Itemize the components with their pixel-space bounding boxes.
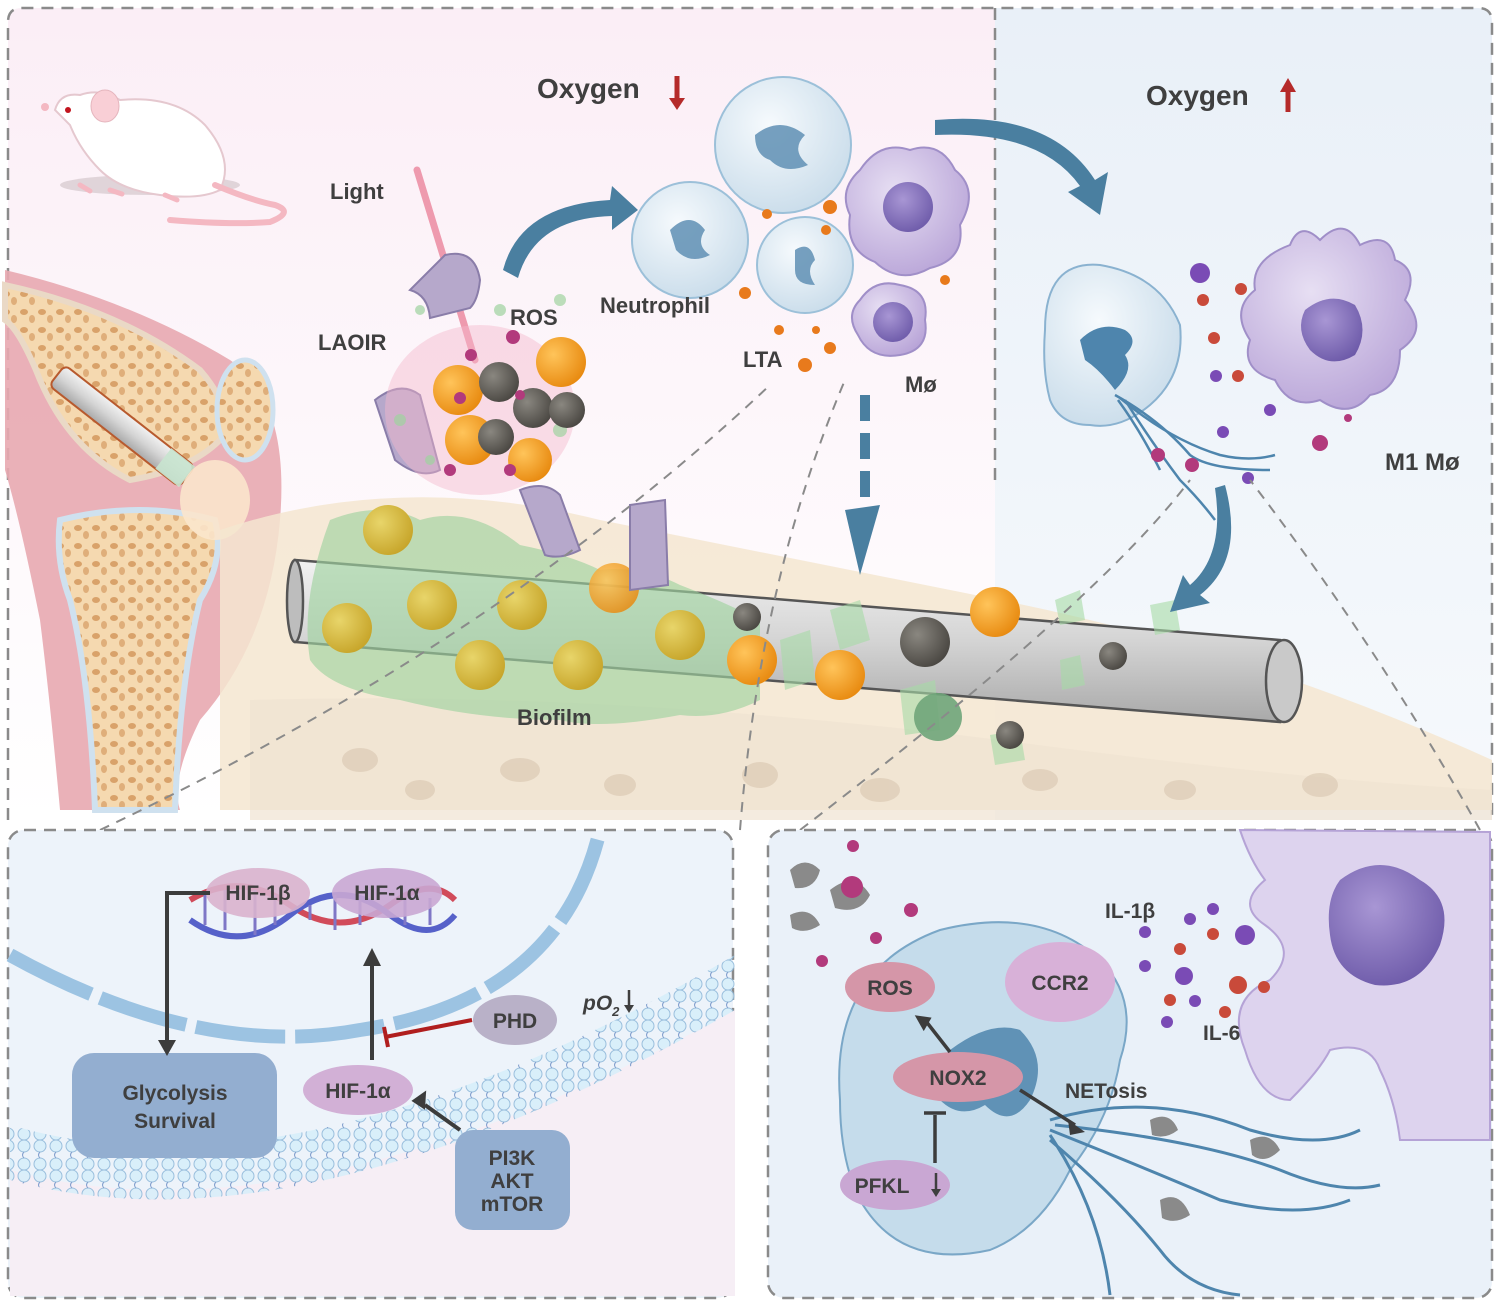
mtor-label: mTOR bbox=[481, 1193, 544, 1216]
hif1b-label: HIF-1β bbox=[225, 882, 291, 905]
arrowhead-to-netosis bbox=[1068, 1120, 1085, 1135]
phd-inhibition bbox=[382, 1018, 473, 1048]
pi3k-akt-mtor-box bbox=[455, 1130, 570, 1230]
phd-label: PHD bbox=[493, 1010, 537, 1033]
cell-membrane bbox=[10, 955, 735, 1200]
bacteria-cluster bbox=[322, 505, 1127, 749]
arrowhead-to-ros bbox=[914, 1015, 932, 1032]
ros-node-label: ROS bbox=[867, 977, 913, 1000]
arrowhead-to-hif1a bbox=[411, 1090, 427, 1110]
macrophage-group bbox=[844, 146, 970, 357]
oxygen-down-arrow-icon bbox=[669, 76, 685, 110]
net-fibers bbox=[1048, 1105, 1381, 1297]
hif1a-nuclear-node bbox=[332, 868, 442, 918]
po2-subscript: 2 bbox=[611, 1004, 620, 1019]
nox2-node bbox=[893, 1052, 1023, 1102]
oxygen-high-label: Oxygen bbox=[1146, 80, 1249, 111]
light-label: Light bbox=[330, 179, 384, 204]
knee-joint-illustration bbox=[1, 270, 282, 813]
hif1b-node bbox=[206, 868, 310, 918]
nox2-arrows bbox=[923, 1018, 1076, 1163]
il1b-label: IL-1β bbox=[1105, 900, 1155, 923]
rat-illustration bbox=[41, 89, 287, 227]
bottom-left-panel bbox=[6, 828, 735, 1300]
laoir-sheets bbox=[373, 252, 670, 592]
laoir-label: LAOIR bbox=[318, 330, 387, 355]
oxygen-low-label: Oxygen bbox=[537, 73, 640, 104]
netosis-label: NETosis bbox=[1065, 1080, 1147, 1103]
cytokine-cluster bbox=[1139, 903, 1270, 1028]
po2-down-arrow-icon bbox=[624, 990, 634, 1013]
ros-node bbox=[845, 962, 935, 1012]
akt-label: AKT bbox=[490, 1170, 533, 1193]
glycolysis-survival-box bbox=[72, 1053, 277, 1158]
oxygen-up-arrow-icon bbox=[1280, 78, 1296, 112]
po2-label: pO2 bbox=[582, 992, 620, 1019]
arrowhead-to-glycolysis bbox=[158, 1040, 176, 1056]
biofilm-label: Biofilm bbox=[517, 705, 592, 730]
pi3k-label: PI3K bbox=[489, 1147, 536, 1170]
ros-cloud bbox=[385, 294, 586, 495]
hif1a-nuclear-label: HIF-1α bbox=[354, 882, 420, 905]
ccr2-label: CCR2 bbox=[1031, 972, 1088, 995]
cytokine-particles bbox=[1151, 263, 1352, 484]
ros-label: ROS bbox=[510, 305, 558, 330]
top-panel-border bbox=[6, 6, 1494, 820]
po2-main-text: pO bbox=[582, 992, 612, 1015]
pfkl-down-arrow-icon bbox=[931, 1173, 941, 1197]
m1-macrophage-label: M1 Mø bbox=[1385, 449, 1460, 476]
top-right-panel bbox=[995, 8, 1492, 820]
m1-macrophage bbox=[1240, 227, 1418, 410]
nuclear-envelope bbox=[6, 828, 607, 1044]
netting-neutrophil bbox=[1043, 263, 1276, 521]
lta-label: LTA bbox=[743, 347, 783, 372]
pathway-arrows bbox=[165, 891, 462, 1132]
survival-label: Survival bbox=[134, 1110, 216, 1133]
nox2-label: NOX2 bbox=[929, 1067, 986, 1090]
hif1a-cytoplasm-node bbox=[303, 1065, 413, 1115]
neutrophil-group bbox=[631, 76, 854, 314]
dashed-arrow-head bbox=[845, 505, 880, 575]
pfkl-node bbox=[840, 1160, 950, 1210]
ccr2-node bbox=[1005, 942, 1115, 1022]
phd-node bbox=[473, 995, 557, 1045]
lta-particles bbox=[739, 200, 950, 372]
pfkl-label: PFKL bbox=[855, 1175, 910, 1198]
arrowhead-to-dna bbox=[363, 948, 381, 966]
glycolysis-label: Glycolysis bbox=[122, 1082, 227, 1105]
neutrophil-label: Neutrophil bbox=[600, 293, 710, 318]
curved-arrow-to-implant-right bbox=[1170, 485, 1232, 612]
zoom-guide-lines bbox=[99, 379, 1481, 831]
macrophage-label: Mø bbox=[905, 372, 937, 397]
curved-arrow-to-neutrophils bbox=[503, 186, 638, 278]
il6-label: IL-6 bbox=[1203, 1022, 1240, 1045]
ros-particles bbox=[816, 840, 918, 967]
hif1a-cytoplasm-label: HIF-1α bbox=[325, 1080, 391, 1103]
curved-arrow-to-right-panel bbox=[935, 118, 1108, 215]
